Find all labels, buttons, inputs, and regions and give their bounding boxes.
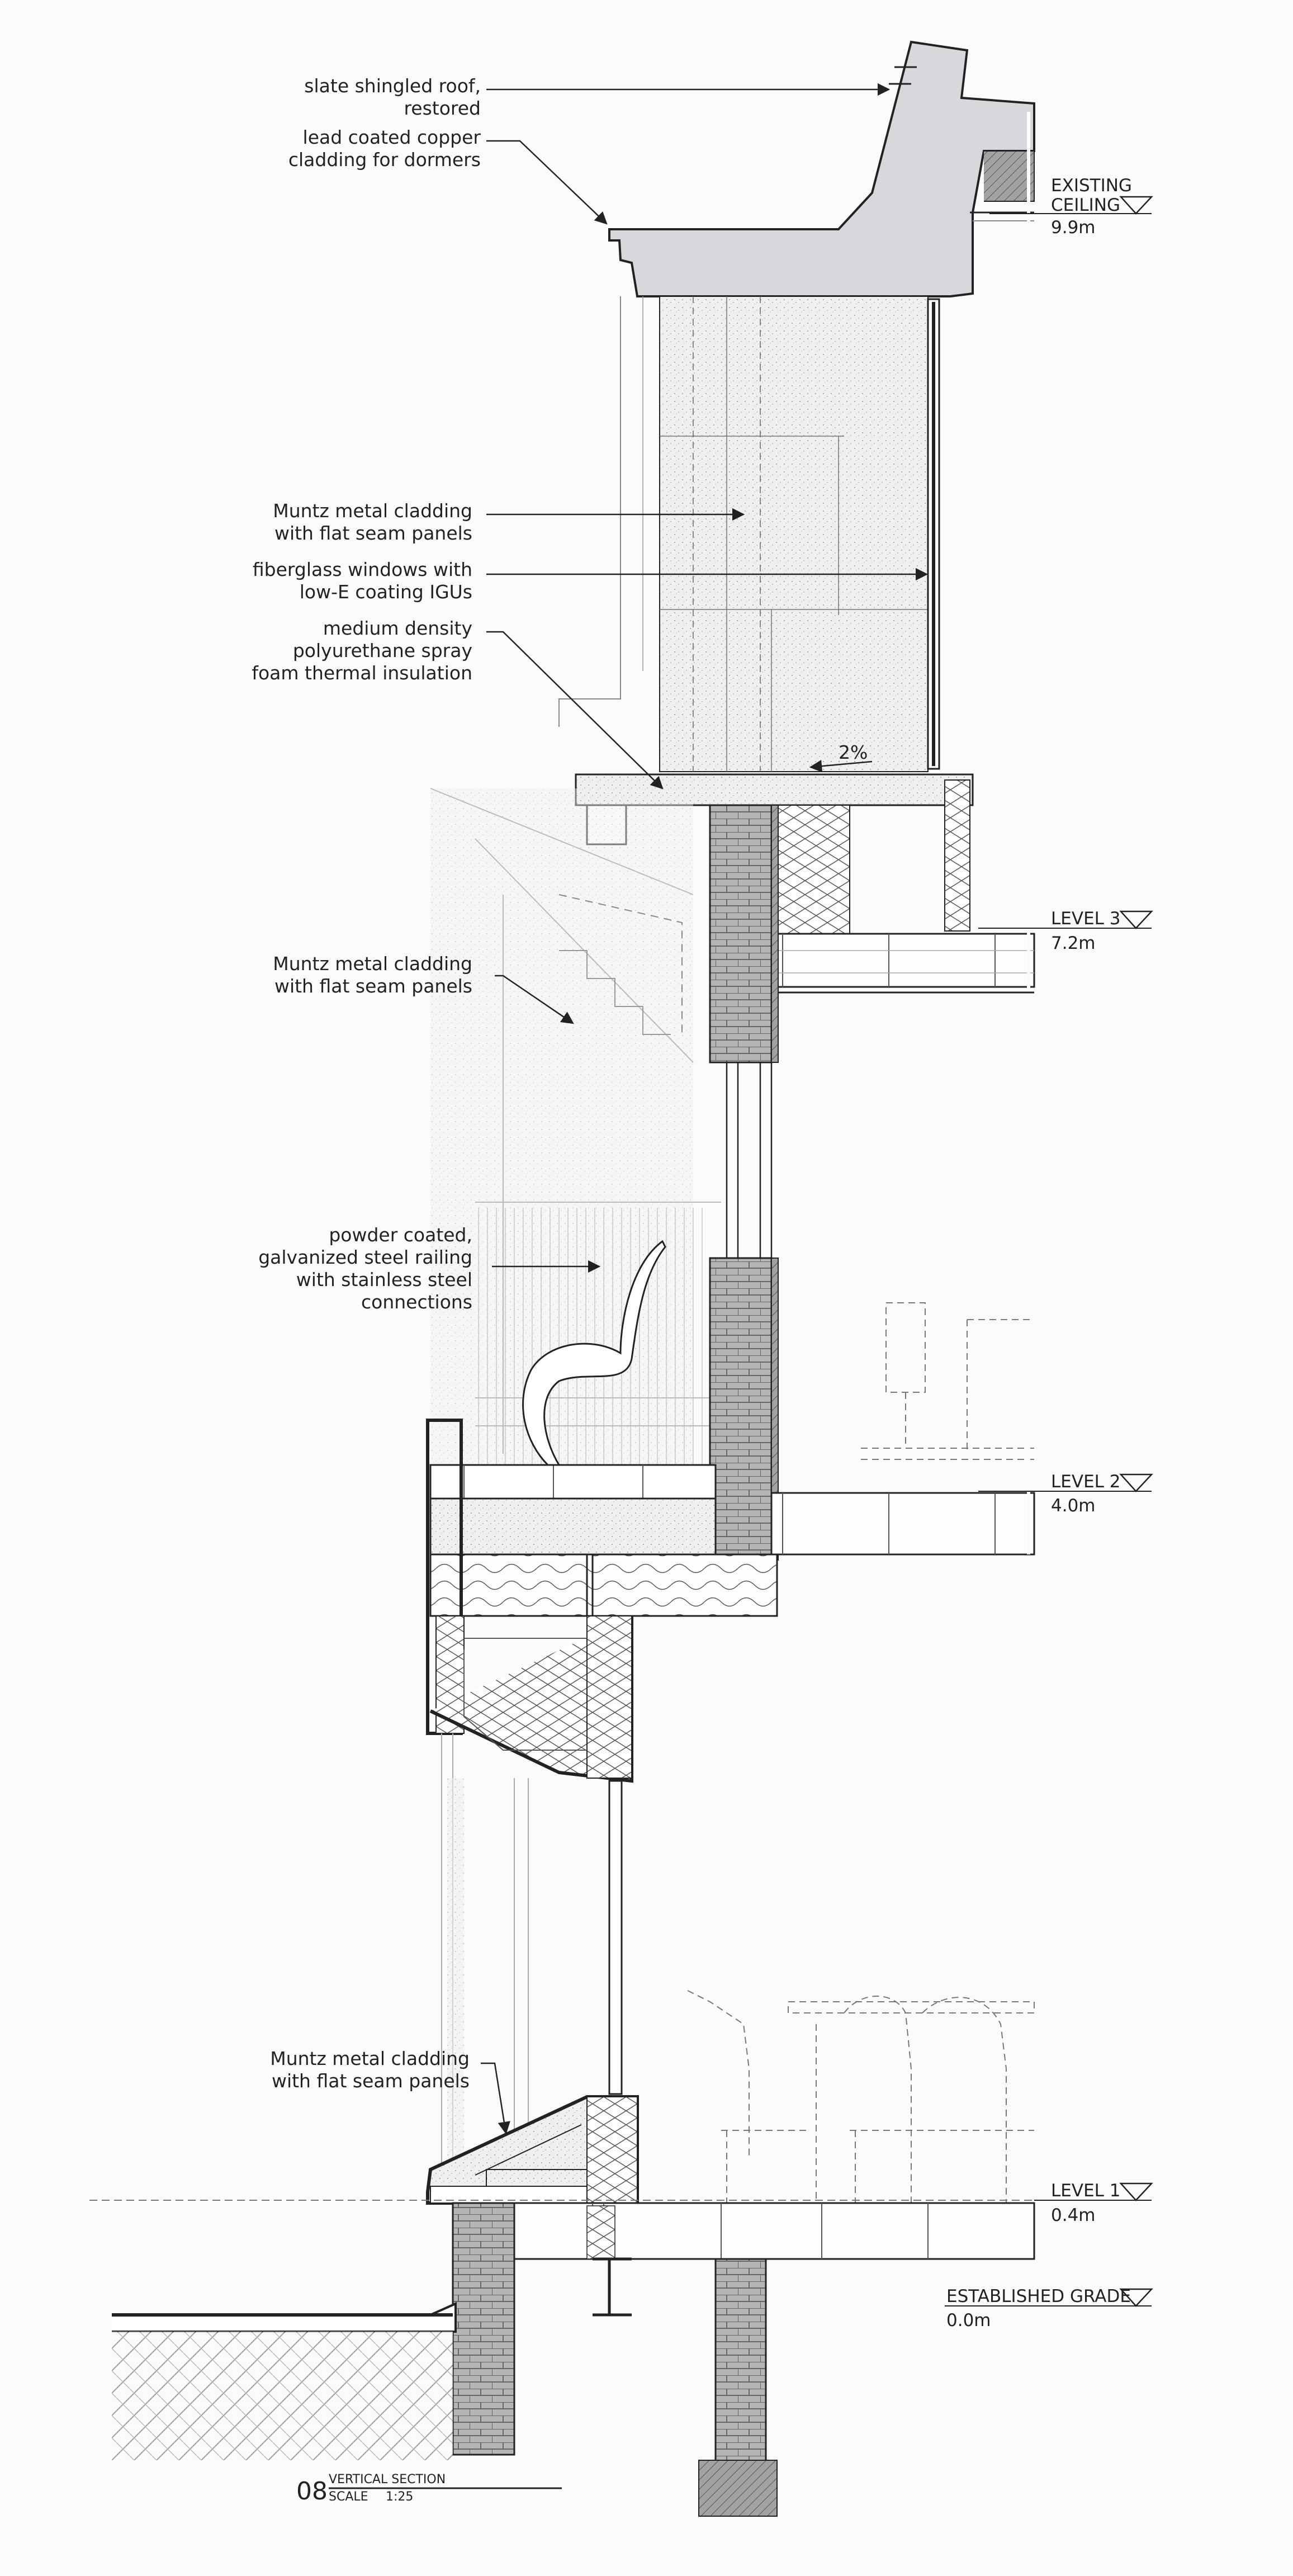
annotation-roof: slate shingled roof, restored bbox=[304, 75, 891, 119]
svg-text:low-E coating IGUs: low-E coating IGUs bbox=[300, 581, 472, 603]
svg-text:0.0m: 0.0m bbox=[946, 2310, 991, 2331]
svg-text:galvanized steel railing: galvanized steel railing bbox=[258, 1246, 472, 1268]
level-marker-level-3: LEVEL 3 7.2m bbox=[978, 909, 1153, 953]
annotation-windows: fiberglass windows with low-E coating IG… bbox=[253, 559, 929, 603]
svg-text:restored: restored bbox=[404, 97, 481, 119]
svg-text:Muntz metal cladding: Muntz metal cladding bbox=[273, 500, 472, 522]
lower-glazing bbox=[441, 1733, 623, 2181]
elevation-background bbox=[430, 788, 721, 1487]
annotation-insulation: medium density polyurethane spray foam t… bbox=[252, 617, 664, 790]
annotation-cladding-upper: Muntz metal cladding with flat seam pane… bbox=[273, 500, 745, 544]
svg-text:Muntz metal cladding: Muntz metal cladding bbox=[273, 953, 472, 975]
level-2-floor-assembly bbox=[426, 1419, 1035, 1783]
svg-text:with stainless steel: with stainless steel bbox=[296, 1269, 472, 1291]
annotation-cladding-lower: Muntz metal cladding with flat seam pane… bbox=[270, 2048, 510, 2135]
annotation-dormer: lead coated copper cladding for dormers bbox=[288, 126, 608, 225]
level-1-floor-assembly bbox=[513, 2202, 1035, 2317]
svg-text:with flat seam panels: with flat seam panels bbox=[272, 2070, 470, 2092]
svg-text:EXISTING: EXISTING bbox=[1051, 176, 1132, 196]
level-marker-existing-ceiling: EXISTING CEILING 9.9m bbox=[989, 176, 1153, 238]
svg-text:08: 08 bbox=[296, 2477, 328, 2506]
level-1-planter bbox=[426, 2095, 639, 2205]
furniture-ghost-lower bbox=[687, 1990, 1035, 2203]
chair-silhouette bbox=[522, 1240, 666, 1466]
svg-text:LEVEL 1: LEVEL 1 bbox=[1051, 2181, 1121, 2201]
level-marker-level-1: LEVEL 1 0.4m bbox=[1034, 2181, 1153, 2225]
level-marker-level-2: LEVEL 2 4.0m bbox=[978, 1472, 1153, 1516]
svg-text:slate shingled roof,: slate shingled roof, bbox=[304, 75, 481, 97]
annotation-railing: powder coated, galvanized steel railing … bbox=[258, 1224, 601, 1313]
svg-text:ESTABLISHED GRADE: ESTABLISHED GRADE bbox=[946, 2286, 1131, 2306]
svg-text:Muntz metal cladding: Muntz metal cladding bbox=[270, 2048, 470, 2069]
dormer-wall bbox=[558, 296, 940, 772]
svg-text:VERTICAL SECTION: VERTICAL SECTION bbox=[329, 2473, 446, 2487]
svg-text:foam thermal insulation: foam thermal insulation bbox=[252, 662, 472, 684]
svg-text:medium density: medium density bbox=[323, 617, 472, 639]
svg-text:1:25: 1:25 bbox=[386, 2490, 413, 2504]
masonry-wall-upper bbox=[709, 804, 779, 1561]
svg-text:LEVEL 2: LEVEL 2 bbox=[1051, 1472, 1121, 1492]
svg-text:7.2m: 7.2m bbox=[1051, 933, 1096, 953]
title-block: 08 VERTICAL SECTION SCALE 1:25 bbox=[296, 2473, 562, 2506]
svg-text:powder coated,: powder coated, bbox=[329, 1224, 472, 1246]
svg-text:polyurethane spray: polyurethane spray bbox=[293, 640, 472, 661]
annotation-slope: 2% bbox=[809, 741, 873, 773]
svg-text:lead coated copper: lead coated copper bbox=[303, 126, 481, 148]
svg-text:with flat seam panels: with flat seam panels bbox=[274, 975, 472, 997]
svg-text:cladding for dormers: cladding for dormers bbox=[288, 149, 481, 171]
level-marker-established-grade: ESTABLISHED GRADE 0.0m bbox=[945, 2286, 1153, 2331]
annotation-cladding-mid: Muntz metal cladding with flat seam pane… bbox=[273, 953, 574, 1024]
roof-assembly bbox=[608, 40, 1035, 297]
svg-text:with flat seam panels: with flat seam panels bbox=[274, 522, 472, 544]
svg-text:fiberglass windows with: fiberglass windows with bbox=[253, 559, 472, 580]
svg-text:CEILING: CEILING bbox=[1051, 195, 1120, 215]
svg-text:SCALE: SCALE bbox=[329, 2490, 368, 2504]
furniture-ghost-upper bbox=[861, 1302, 1034, 1460]
svg-text:LEVEL 3: LEVEL 3 bbox=[1051, 909, 1121, 929]
svg-text:2%: 2% bbox=[839, 741, 868, 763]
svg-text:0.4m: 0.4m bbox=[1051, 2205, 1096, 2225]
foundation bbox=[112, 2202, 778, 2517]
svg-text:connections: connections bbox=[361, 1291, 472, 1313]
svg-text:4.0m: 4.0m bbox=[1051, 1496, 1096, 1516]
svg-text:9.9m: 9.9m bbox=[1051, 218, 1096, 238]
